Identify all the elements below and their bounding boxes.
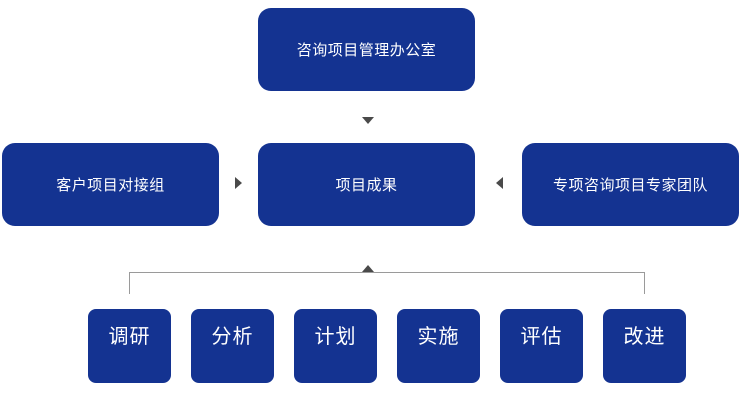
expert-team-label: 专项咨询项目专家团队: [552, 176, 708, 194]
phase-implementation-box: 实施: [397, 309, 480, 383]
client-liaison-box: 客户项目对接组: [2, 143, 219, 226]
consulting-pmo-box: 咨询项目管理办公室: [258, 8, 475, 91]
project-results-label: 项目成果: [335, 176, 398, 194]
client-liaison-label: 客户项目对接组: [56, 176, 165, 194]
phase-planning-label: 计划: [314, 324, 357, 348]
phase-evaluation-box: 评估: [500, 309, 583, 383]
phase-connector-right-drop: [644, 272, 645, 294]
expert-team-box: 专项咨询项目专家团队: [522, 143, 739, 226]
phase-research-box: 调研: [88, 309, 171, 383]
phase-connector-horizontal: [129, 272, 645, 273]
phase-improvement-box: 改进: [603, 309, 686, 383]
phase-planning-box: 计划: [294, 309, 377, 383]
arrow-right-to-results: [235, 177, 242, 189]
phase-research-label: 调研: [108, 324, 151, 348]
arrow-down-to-results: [362, 117, 374, 124]
phase-evaluation-label: 评估: [520, 324, 563, 348]
phase-implementation-label: 实施: [417, 324, 460, 348]
phase-improvement-label: 改进: [623, 324, 666, 348]
project-results-box: 项目成果: [258, 143, 475, 226]
arrow-left-to-results: [496, 177, 503, 189]
phase-connector-left-drop: [129, 272, 130, 294]
phase-analysis-box: 分析: [191, 309, 274, 383]
arrow-up-to-results: [362, 265, 374, 272]
phase-analysis-label: 分析: [211, 324, 254, 348]
consulting-pmo-label: 咨询项目管理办公室: [296, 41, 437, 59]
